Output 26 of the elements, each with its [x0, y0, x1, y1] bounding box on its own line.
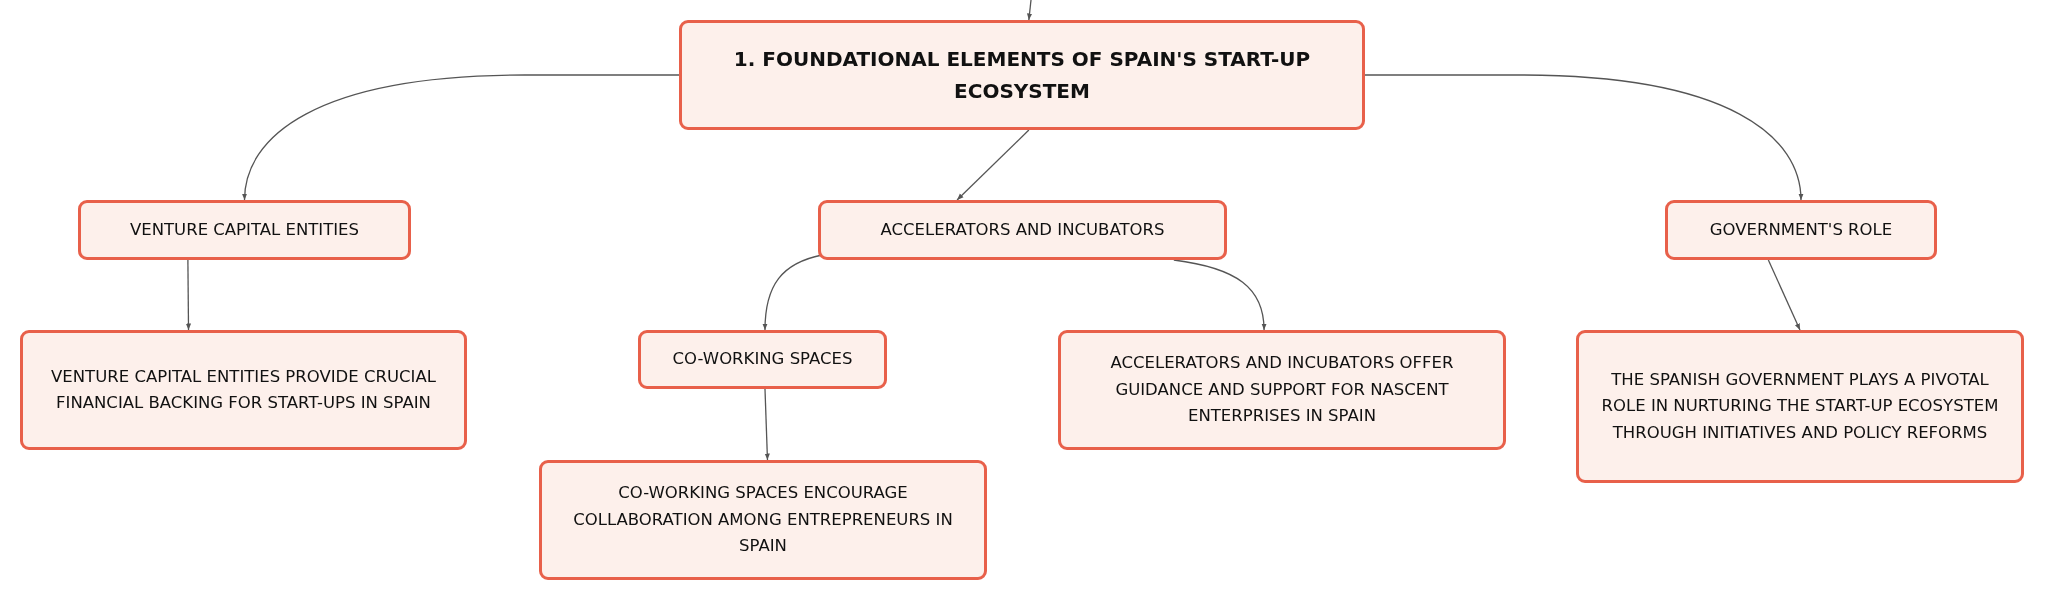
topic-text: CO-WORKING SPACES [672, 348, 853, 371]
subtopic-box [539, 460, 987, 580]
connector-arrow [242, 74, 680, 201]
topic-title: 1. FOUNDATIONAL ELEMENTS OF SPAIN'S START-UP ECOSYSTEM [732, 46, 1312, 105]
connector-arrow [956, 129, 1030, 201]
topic-text: ACCELERATORS AND INCUBATORS [880, 218, 1165, 241]
subtopic-box [78, 200, 411, 260]
connector-arrow [1173, 259, 1267, 331]
topic-text: VENTURE CAPITAL ENTITIES PROVIDE CRUCIAL FINANCIAL BACKING FOR START-UPS IN SPAIN [50, 365, 437, 414]
subtopic-box [1058, 330, 1506, 450]
topic-text: CO-WORKING SPACES ENCOURAGE COLLABORATION AMONG ENTREPRENEURS IN SPAIN [572, 482, 954, 558]
subtopic-box [1665, 200, 1937, 260]
topic-text: GOVERNMENT'S ROLE [1709, 218, 1893, 241]
topic-box [679, 20, 1365, 130]
topic-text: THE SPANISH GOVERNMENT PLAYS A PIVOTAL ROLE IN NURTURING THE START-UP ECOSYSTEM THROUGH INITIATIVES AND POLICY REFORMS [1600, 368, 2000, 444]
connector-arrow [185, 259, 192, 331]
connector-arrow [1767, 259, 1801, 331]
connector-arrow [1364, 74, 1803, 201]
subtopic-box [638, 330, 887, 389]
subtopic-box [818, 200, 1227, 260]
topic-text: ACCELERATORS AND INCUBATORS OFFER GUIDANCE AND SUPPORT FOR NASCENT ENTERPRISES IN SPAIN [1109, 352, 1455, 428]
connector-arrow [764, 388, 770, 461]
subtopic-box [20, 330, 467, 450]
topic-text: VENTURE CAPITAL ENTITIES [129, 218, 360, 241]
connector-arrow [1026, 0, 1033, 21]
subtopic-box [1576, 330, 2024, 483]
